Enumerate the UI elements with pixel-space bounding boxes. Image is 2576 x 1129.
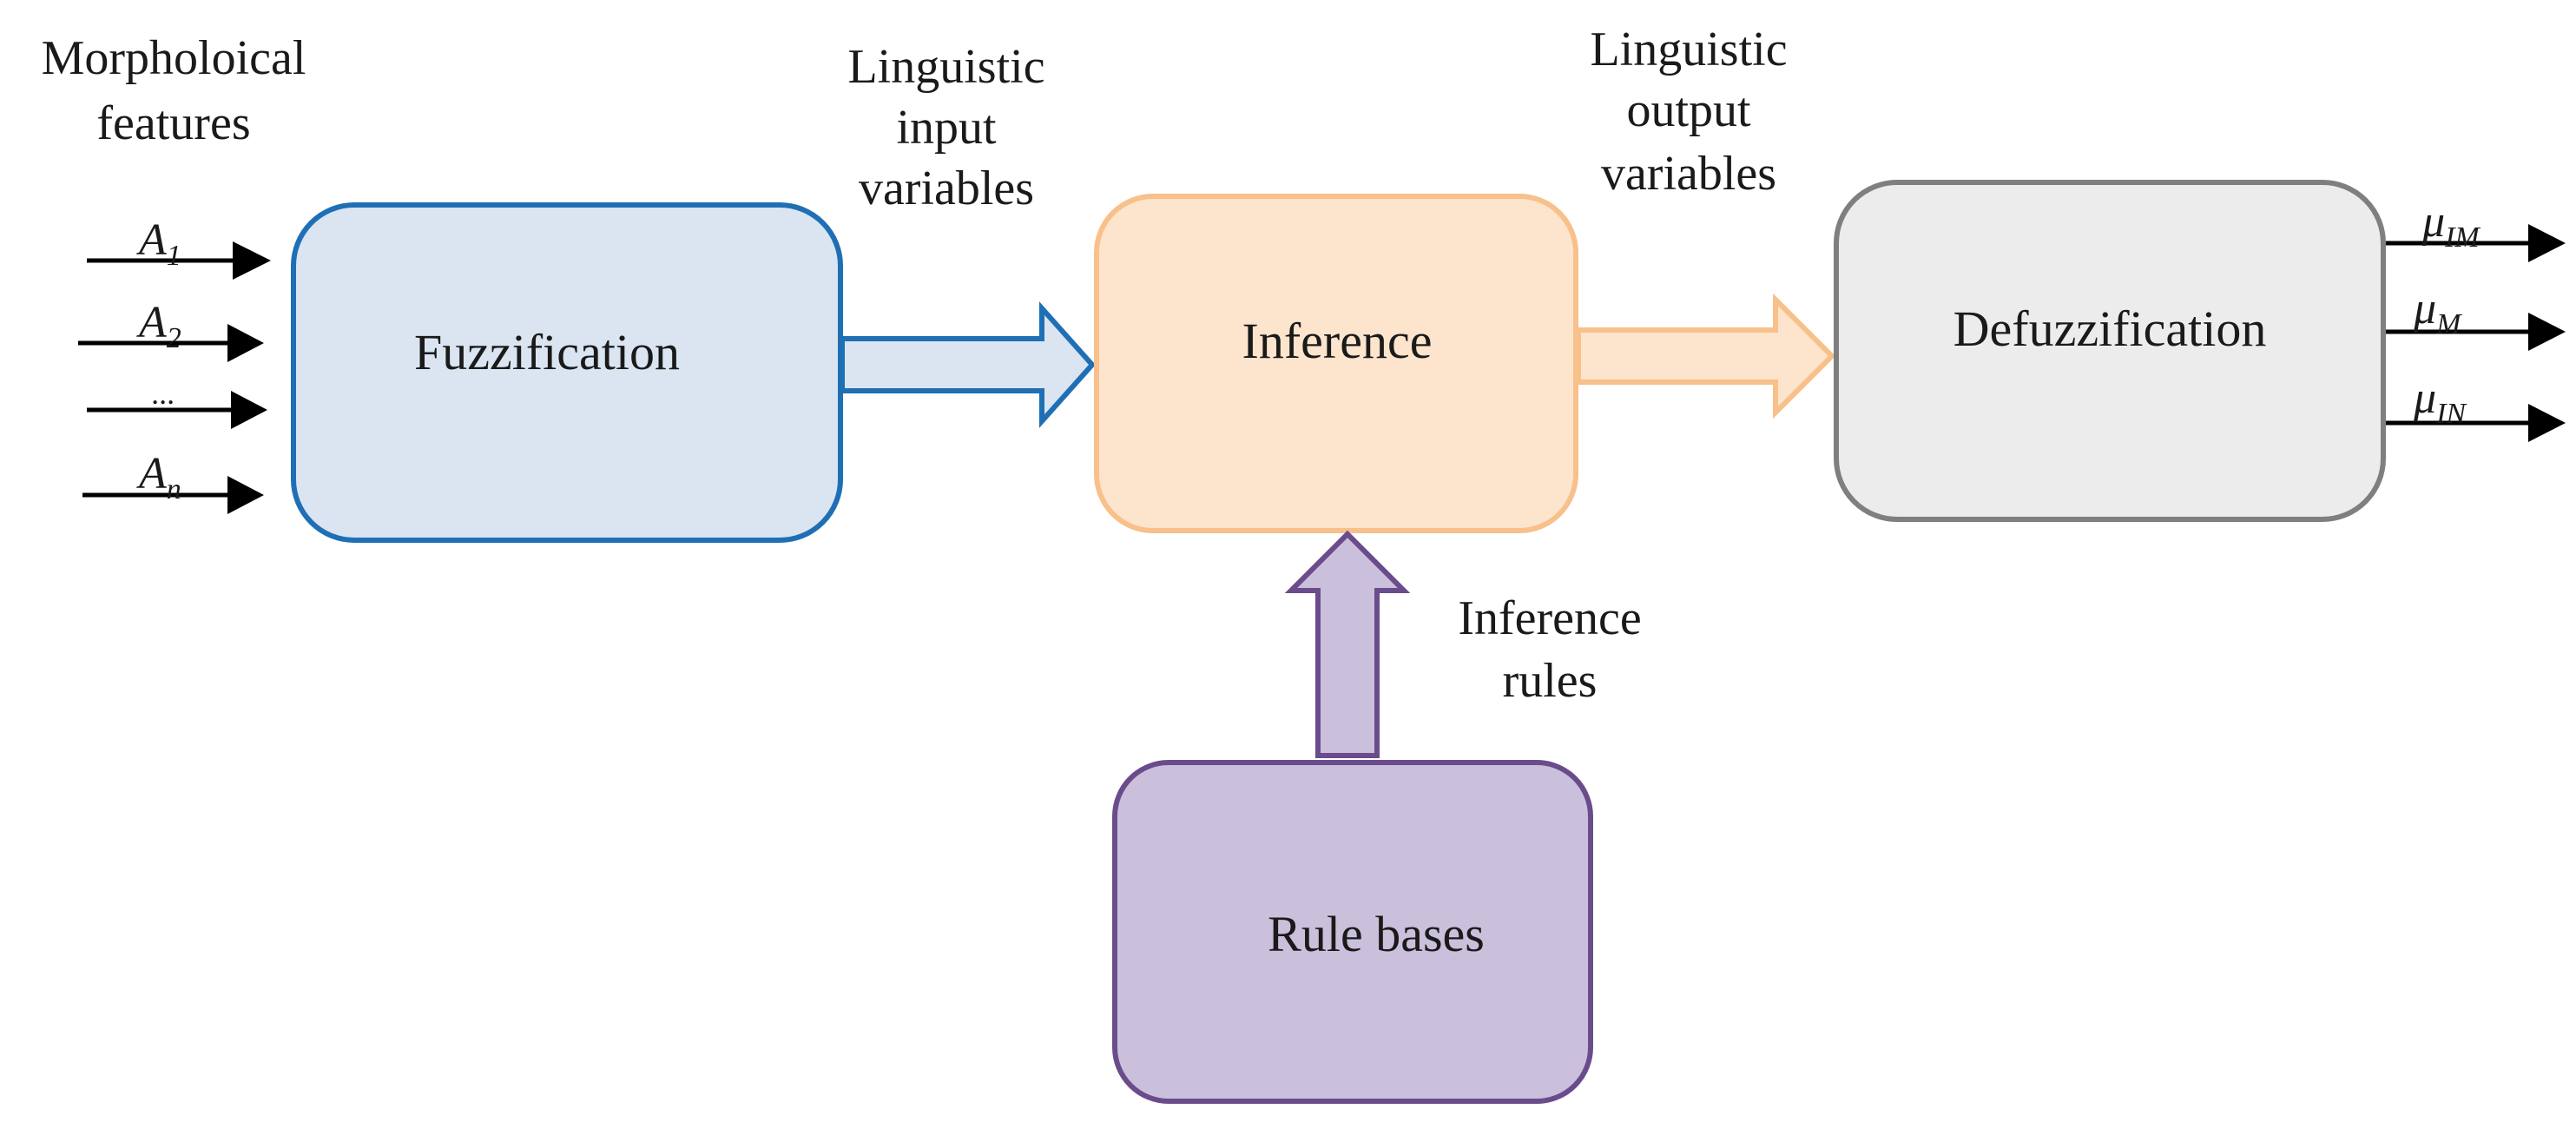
input-arrow-a2: A2 <box>78 298 264 362</box>
defuzzification-box <box>1834 180 2386 522</box>
linguistic-output-caption-line3: variables <box>1601 147 1776 201</box>
rule-bases-label: Rule bases <box>1268 906 1485 962</box>
fuzzification-label: Fuzzification <box>414 324 680 380</box>
svg-text:μIN: μIN <box>2413 373 2467 430</box>
linguistic-input-caption-line2: input <box>896 101 997 155</box>
svg-text:μIM: μIM <box>2421 197 2480 254</box>
inference-label: Inference <box>1242 313 1433 369</box>
linguistic-input-caption-line1: Linguistic <box>847 40 1044 94</box>
svg-text:...: ... <box>152 376 175 411</box>
svg-text:A2: A2 <box>136 298 181 354</box>
inference-rules-caption-line2: rules <box>1503 654 1598 708</box>
rule-bases-box <box>1112 760 1593 1104</box>
output-arrow-mu-im: μIM <box>2386 197 2566 262</box>
linguistic-input-caption-line3: variables <box>859 162 1034 215</box>
svg-text:A1: A1 <box>136 215 181 272</box>
arrow-inference-to-defuzzification <box>1576 293 1836 419</box>
inference-rules-caption-line1: Inference <box>1458 591 1641 645</box>
linguistic-output-caption-line1: Linguistic <box>1590 23 1787 76</box>
input-arrow-a1: A1 <box>87 215 271 280</box>
defuzzification-label: Defuzzification <box>1953 300 2267 357</box>
input-arrow-an: An <box>82 449 264 514</box>
input-arrow-ellipsis: ... <box>87 376 267 429</box>
morphological-caption-line2: features <box>96 96 250 150</box>
output-arrow-mu-in: μIN <box>2386 373 2566 442</box>
morphological-caption-line1: Morpholoical <box>42 31 306 85</box>
output-arrow-mu-m: μM <box>2386 284 2566 351</box>
arrow-fuzzification-to-inference <box>840 301 1097 428</box>
svg-text:μM: μM <box>2413 284 2462 340</box>
svg-text:An: An <box>136 449 181 505</box>
linguistic-output-caption-line2: output <box>1626 83 1751 137</box>
arrow-rulebases-to-inference <box>1284 530 1411 758</box>
